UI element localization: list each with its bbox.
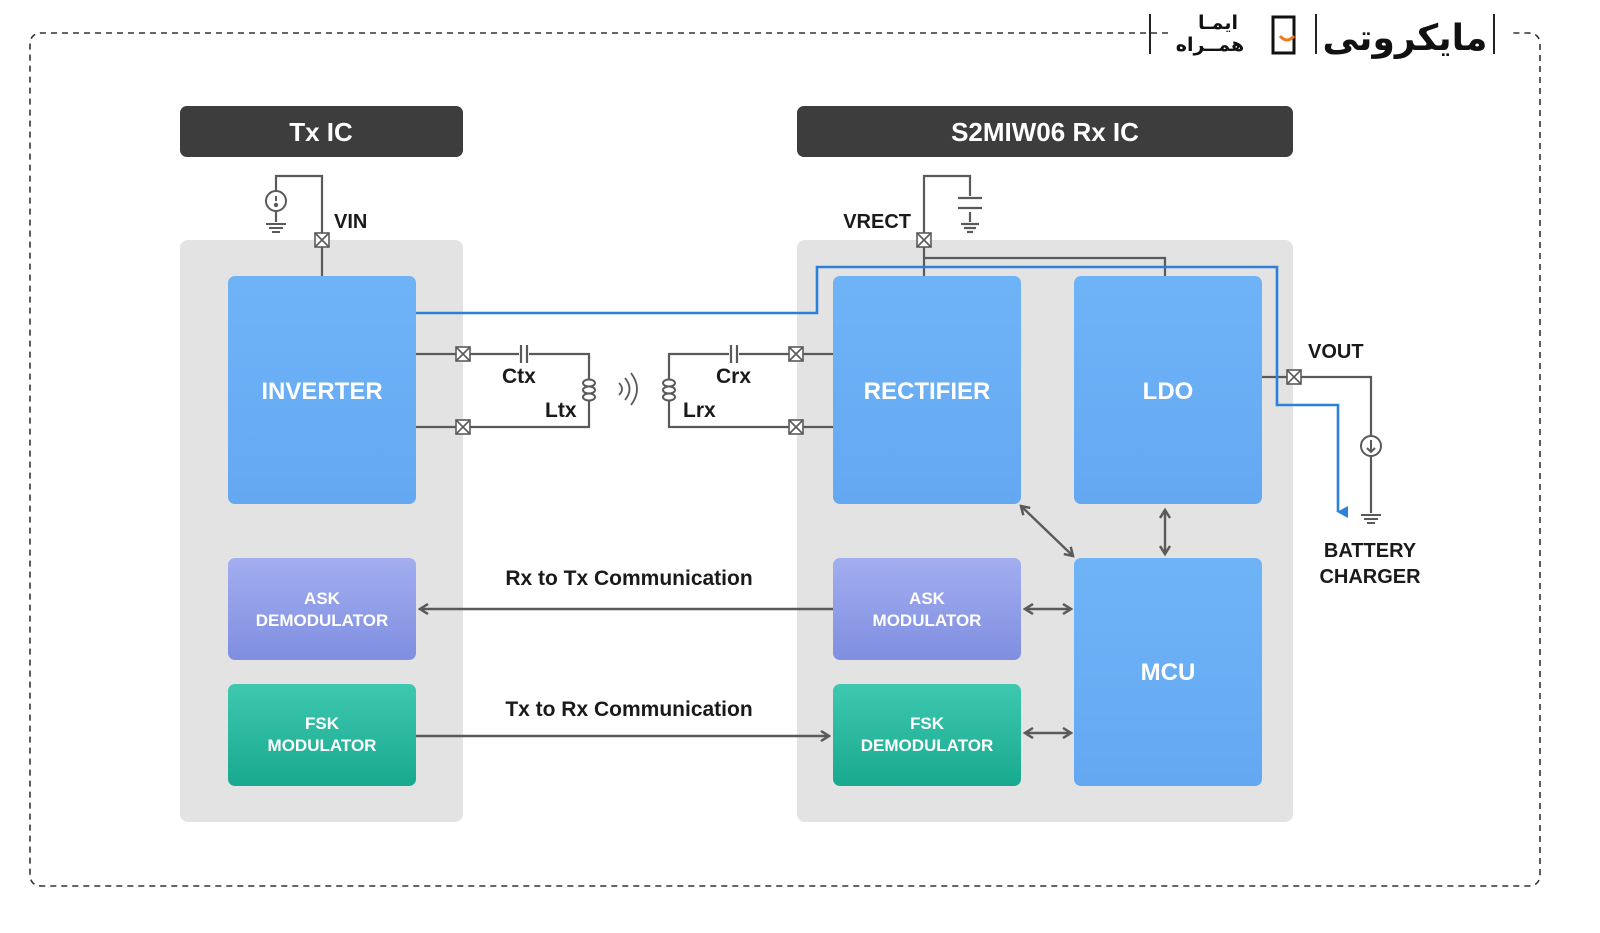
vout-label: VOUT: [1308, 341, 1364, 363]
fsk-demodulator-label-1: FSK: [910, 714, 945, 733]
vin-label: VIN: [334, 211, 367, 233]
ldo-block: [1074, 276, 1262, 504]
crx-label: Crx: [716, 365, 751, 388]
rectifier-label: RECTIFIER: [864, 378, 991, 405]
mcu-block: [1074, 558, 1262, 786]
partner-logo-line1: ایمـا: [1198, 12, 1238, 34]
internal-arrows: [1021, 506, 1165, 733]
vrect-label: VRECT: [843, 211, 911, 233]
tx-ic-header: [180, 106, 463, 157]
rectifier-mcu-arrow: [1021, 506, 1073, 556]
logo-area: ایمـا همــراه مایکروتی: [1149, 12, 1495, 59]
comm-arrows: [416, 609, 833, 736]
inverter-label: INVERTER: [261, 378, 382, 405]
rx-ic-header: [797, 106, 1293, 157]
pin-markers: [314, 232, 1302, 435]
ldo-label: LDO: [1143, 378, 1194, 405]
ltx-label: Ltx: [545, 399, 577, 422]
rectifier-block: [833, 276, 1021, 504]
pin-ctx-icon: [455, 346, 471, 362]
pin-ltx-icon: [455, 419, 471, 435]
inductor-lrx-icon: [662, 378, 676, 402]
pin-vrect-icon: [916, 232, 932, 248]
rx-to-tx-label: Rx to Tx Communication: [505, 567, 752, 590]
partner-logo-mark: [1271, 15, 1296, 55]
ask-demodulator-block: [228, 558, 416, 660]
power-path-line: [416, 265, 1348, 518]
inverter-block: [228, 276, 416, 504]
outer-frame: [29, 32, 1541, 887]
ask-demodulator-label-2: DEMODULATOR: [256, 611, 389, 630]
lrx-label: Lrx: [683, 399, 716, 422]
partner-logo-line2: همــراه: [1176, 34, 1244, 56]
wireless-waves-icon: [618, 372, 638, 406]
mcu-label: MCU: [1141, 659, 1196, 686]
fsk-modulator-label-1: FSK: [305, 714, 340, 733]
wires: [274, 174, 1373, 513]
brand-logo: مایکروتی: [1323, 18, 1488, 59]
tx-to-rx-label: Tx to Rx Communication: [505, 698, 752, 721]
battery-source-icon: [1360, 435, 1382, 524]
tx-ic-title: Tx IC: [289, 117, 353, 147]
ask-modulator-label-1: ASK: [909, 589, 946, 608]
fsk-modulator-label-2: MODULATOR: [268, 736, 377, 755]
capacitor-vrect-icon: [958, 196, 982, 234]
pin-vin-icon: [314, 232, 330, 248]
fsk-demodulator-block: [833, 684, 1021, 786]
ask-demodulator-label-1: ASK: [304, 589, 341, 608]
fsk-modulator-block: [228, 684, 416, 786]
voltage-source-icon: [265, 190, 287, 233]
rx-ic-title: S2MIW06 Rx IC: [951, 117, 1139, 147]
ask-modulator-block: [833, 558, 1021, 660]
capacitor-crx-icon: [729, 344, 739, 364]
ctx-label: Ctx: [502, 365, 536, 388]
pin-crx-icon: [788, 346, 804, 362]
fsk-demodulator-label-2: DEMODULATOR: [861, 736, 994, 755]
ask-modulator-label-2: MODULATOR: [873, 611, 982, 630]
inductor-ltx-icon: [582, 378, 596, 402]
capacitor-ctx-icon: [519, 344, 529, 364]
battery-charger-label-2: CHARGER: [1319, 566, 1421, 588]
battery-charger-label-1: BATTERY: [1324, 540, 1417, 562]
pin-vout-icon: [1286, 369, 1302, 385]
pin-lrx-icon: [788, 419, 804, 435]
